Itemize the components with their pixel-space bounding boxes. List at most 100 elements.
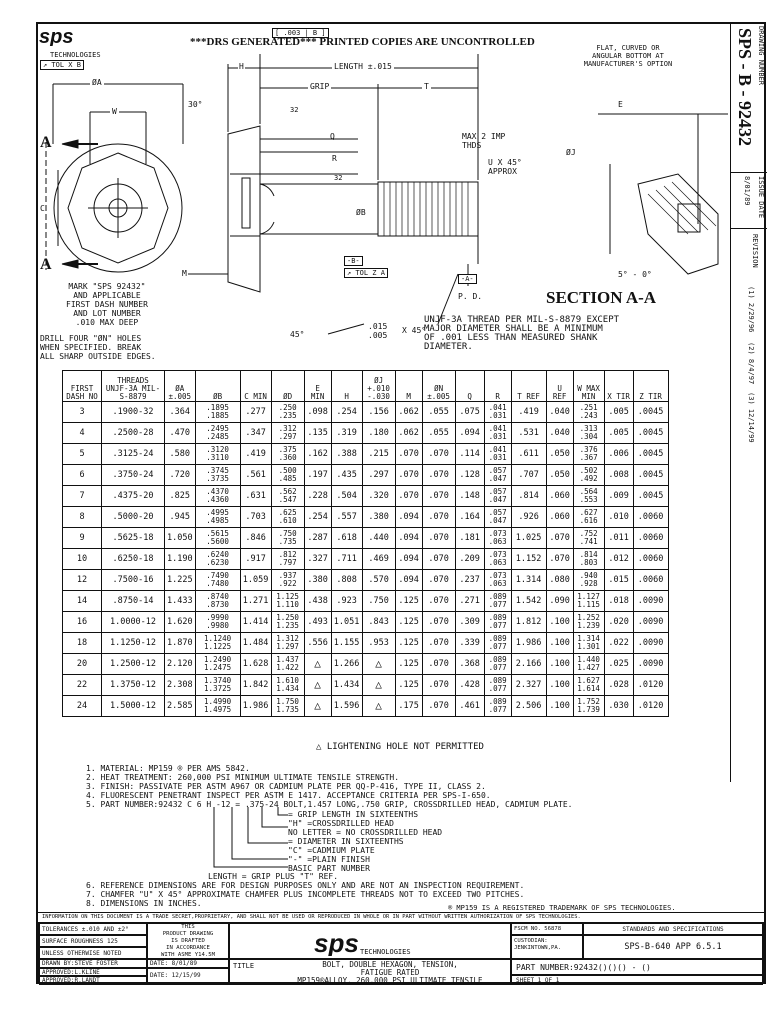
col-phiD: ØD bbox=[270, 370, 305, 402]
table-cell: .309 bbox=[454, 611, 485, 633]
table-cell: .364 bbox=[164, 401, 196, 423]
table-cell: .618 bbox=[330, 527, 363, 549]
note-4: 4. FLUORESCENT PENETRANT INSPECT PER AST… bbox=[86, 791, 491, 800]
table-cell: .1900-32 bbox=[101, 401, 165, 423]
table-cell: .814.803 bbox=[572, 548, 605, 570]
issue-date-cell: ISSUE DATE 8/01/89 bbox=[731, 172, 767, 229]
table-cell: .005 bbox=[603, 422, 634, 444]
table-cell: △ bbox=[303, 695, 332, 717]
table-cell: 5 bbox=[62, 443, 102, 465]
table-cell: .0060 bbox=[632, 527, 669, 549]
table-cell: 24 bbox=[62, 695, 102, 717]
dim-grip: GRIP bbox=[308, 82, 332, 91]
col-phiN: ØN ±.005 bbox=[421, 370, 456, 402]
table-cell: .843 bbox=[361, 611, 396, 633]
table-cell: .100 bbox=[545, 653, 574, 675]
table-cell: .0045 bbox=[632, 422, 669, 444]
table-cell: .070 bbox=[421, 695, 456, 717]
table-cell: .050 bbox=[545, 443, 574, 465]
table-cell: 1.434 bbox=[330, 674, 363, 696]
table-cell: .055 bbox=[421, 401, 456, 423]
table-cell: 1.414 bbox=[239, 611, 272, 633]
table-cell: .3750-24 bbox=[101, 464, 165, 486]
drawing-number: SPS - B - 92432 bbox=[735, 28, 755, 147]
table-cell: .388 bbox=[330, 443, 363, 465]
revision-3: (3) 12/14/99 bbox=[747, 392, 755, 443]
tolerances: TOLERANCES ±.010 AND ±2° bbox=[42, 926, 129, 933]
col-phiA: ØA ±.005 bbox=[164, 370, 196, 402]
table-cell: .271 bbox=[454, 590, 485, 612]
table-cell: 1.620 bbox=[164, 611, 196, 633]
table-cell: .094 bbox=[394, 548, 423, 570]
table-cell: .6240.6230 bbox=[194, 548, 241, 570]
table-cell: .380 bbox=[303, 569, 332, 591]
table-cell: .4375-20 bbox=[101, 485, 165, 507]
table-cell: .0090 bbox=[632, 611, 669, 633]
table-cell: .504 bbox=[330, 485, 363, 507]
table-cell: .3125-24 bbox=[101, 443, 165, 465]
table-cell: .625.610 bbox=[270, 506, 305, 528]
table-cell: .8740.8730 bbox=[194, 590, 241, 612]
table-cell: 1.225 bbox=[164, 569, 196, 591]
table-cell: .313.304 bbox=[572, 422, 605, 444]
table-cell: .012 bbox=[603, 548, 634, 570]
table-cell: .125 bbox=[394, 632, 423, 654]
table-cell: .025 bbox=[603, 653, 634, 675]
table-cell: .250.235 bbox=[270, 401, 305, 423]
table-cell: .0060 bbox=[632, 548, 669, 570]
fscm-number: FSCM NO. 56878 bbox=[514, 926, 562, 932]
table-cell: .470 bbox=[164, 422, 196, 444]
table-cell: .557 bbox=[330, 506, 363, 528]
table-cell: 7 bbox=[62, 485, 102, 507]
finish-32-b: 32 bbox=[334, 174, 343, 182]
revision-strip: DRAWING NUMBER SPS - B - 92432 ISSUE DAT… bbox=[730, 24, 767, 782]
table-cell: .089.077 bbox=[483, 695, 512, 717]
table-cell: .070 bbox=[421, 632, 456, 654]
table-cell: .156 bbox=[361, 401, 396, 423]
dim-C: C bbox=[40, 204, 45, 213]
length-note: LENGTH = GRIP PLUS "T" REF. bbox=[208, 872, 339, 881]
note-1: 1. MATERIAL: MP159 ® PER AMS 5842. bbox=[86, 764, 250, 773]
table-cell: 2.308 bbox=[164, 674, 196, 696]
table-cell: △ bbox=[361, 674, 396, 696]
table-cell: .4995.4985 bbox=[194, 506, 241, 528]
table-cell: .181 bbox=[454, 527, 485, 549]
sheet-count: SHEET 1 OF 1 bbox=[516, 977, 560, 984]
table-cell: .0060 bbox=[632, 506, 669, 528]
spec-reference: SPS-B-640 APP 6.5.1 bbox=[624, 942, 722, 952]
table-cell: .531 bbox=[510, 422, 547, 444]
trademark-note: ® MP159 IS A REGISTERED TRADEMARK OF SPS… bbox=[448, 904, 676, 912]
chamfer-angle: X 45° bbox=[402, 326, 427, 335]
table-cell: .089.077 bbox=[483, 590, 512, 612]
general-notes-continued: 6. REFERENCE DIMENSIONS ARE FOR DESIGN P… bbox=[86, 881, 524, 908]
svg-text:sps: sps bbox=[39, 26, 73, 46]
table-cell: .2500-28 bbox=[101, 422, 165, 444]
table-cell: .100 bbox=[545, 632, 574, 654]
lightening-hole-note: △ LIGHTENING HOLE NOT PERMITTED bbox=[316, 742, 484, 752]
table-cell: .469 bbox=[361, 548, 396, 570]
table-cell: .953 bbox=[361, 632, 396, 654]
standards-label: STANDARDS AND SPECIFICATIONS bbox=[622, 926, 724, 933]
pitch-diameter: P. D. bbox=[458, 292, 483, 301]
table-cell: .041.031 bbox=[483, 443, 512, 465]
table-cell: 1.1250-12 bbox=[101, 632, 165, 654]
table-cell: .128 bbox=[454, 464, 485, 486]
table-cell: .062 bbox=[394, 401, 423, 423]
col-W: W MAX MIN bbox=[572, 370, 605, 402]
table-cell: .564.553 bbox=[572, 485, 605, 507]
table-cell: .197 bbox=[303, 464, 332, 486]
table-cell: .125 bbox=[394, 611, 423, 633]
table-cell: .6250-18 bbox=[101, 548, 165, 570]
table-cell: .556 bbox=[303, 632, 332, 654]
table-cell: .297 bbox=[361, 464, 396, 486]
table-cell: .0090 bbox=[632, 632, 669, 654]
custodian: CUSTODIAN: JENKINTOWN,PA. bbox=[514, 938, 562, 951]
unless-noted: UNLESS OTHERWISE NOTED bbox=[42, 950, 122, 957]
table-cell: 12 bbox=[62, 569, 102, 591]
table-cell: .703 bbox=[239, 506, 272, 528]
proprietary-rule bbox=[38, 912, 764, 913]
